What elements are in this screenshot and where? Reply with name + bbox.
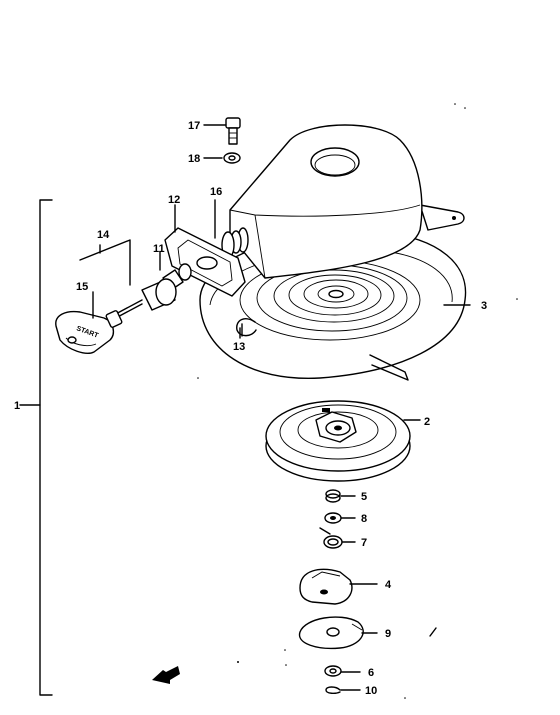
- callout-13: 13: [233, 341, 245, 353]
- part-15-start-handle: START: [55, 310, 123, 354]
- part-2-pulley: [265, 400, 411, 482]
- part-6-washer: [324, 665, 342, 677]
- part-5-spring: [325, 489, 341, 503]
- speck-marks: [197, 103, 518, 699]
- callout-1: 1: [14, 400, 20, 412]
- starter-cover: [229, 124, 423, 279]
- part-7-ratchet-spring: [319, 527, 343, 549]
- part-14-rope: [111, 278, 177, 321]
- callout-7: 7: [361, 537, 367, 549]
- callout-18: 18: [188, 153, 200, 165]
- front-arrow-icon: [152, 666, 180, 684]
- callout-9: 9: [385, 628, 391, 640]
- part-17-bolt: [225, 117, 241, 145]
- callout-labels: 1 2 3 4 5 6 7 8 9 10 11 12 13 14 15 16 1…: [14, 120, 487, 697]
- callout-10: 10: [365, 685, 377, 697]
- callout-11: 11: [153, 243, 165, 255]
- callout-8: 8: [361, 513, 367, 525]
- part-9-friction-plate: [298, 616, 364, 650]
- callout-5: 5: [361, 491, 367, 503]
- assembly-bracket: [19, 199, 53, 696]
- callout-17: 17: [188, 120, 200, 132]
- part-12-guide-plate: [164, 227, 246, 297]
- part-18-washer: [223, 152, 241, 164]
- part-13-circlip: [236, 318, 257, 337]
- callout-6: 6: [368, 667, 374, 679]
- callout-14: 14: [97, 229, 110, 241]
- callout-3: 3: [481, 300, 487, 312]
- callout-2: 2: [424, 416, 430, 428]
- callout-16: 16: [210, 186, 222, 198]
- callout-15: 15: [76, 281, 88, 293]
- part-8-nut: [324, 512, 342, 524]
- callout-4: 4: [385, 579, 392, 591]
- callout-12: 12: [168, 194, 180, 206]
- leader-lines: [79, 124, 471, 691]
- part-4-pawl: [299, 568, 353, 605]
- part-10-clip: [325, 686, 341, 695]
